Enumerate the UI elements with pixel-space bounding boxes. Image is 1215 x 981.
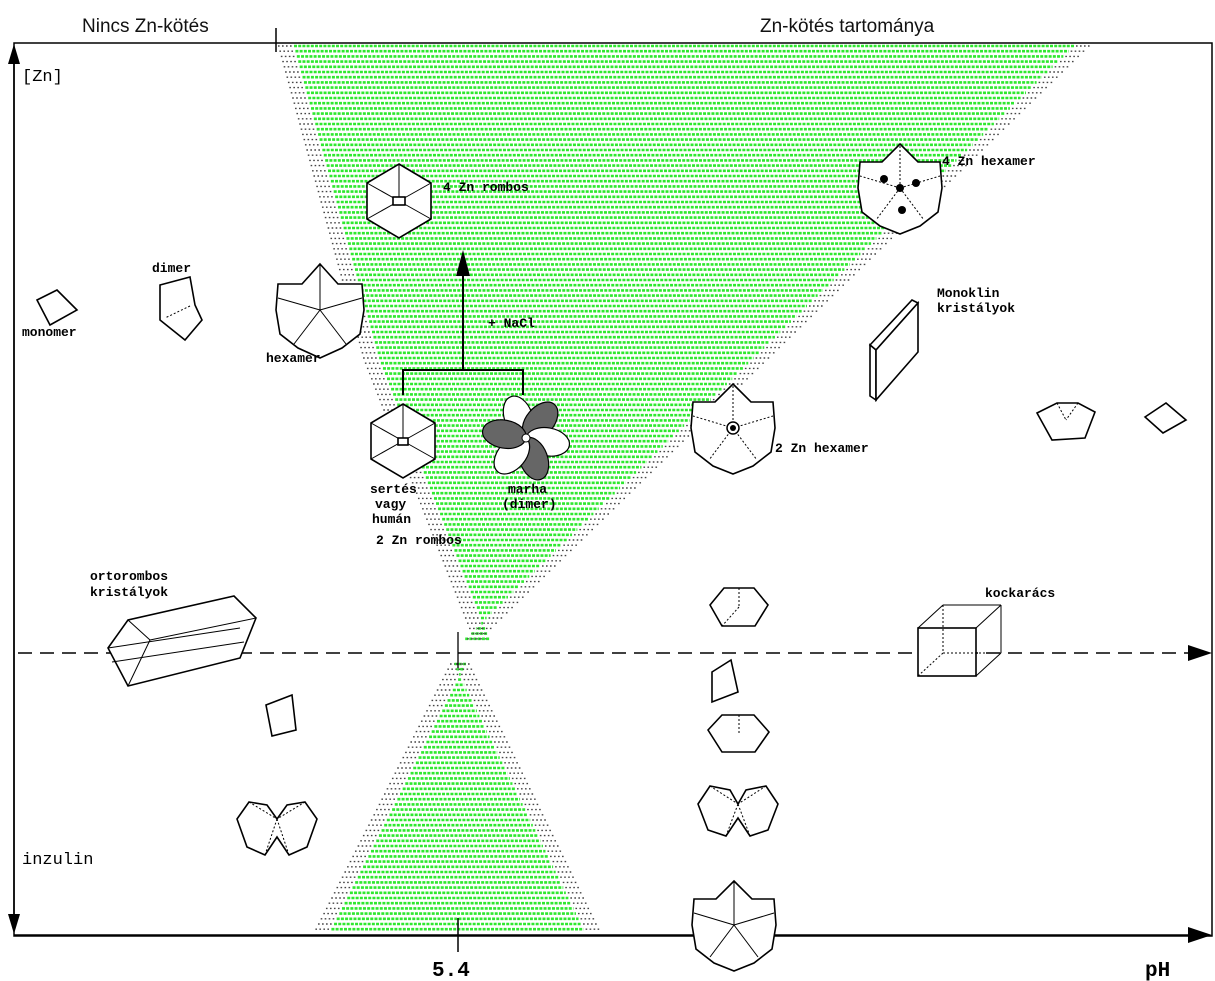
dimer-icon: [159, 276, 203, 342]
monoclinic-crystal-icon: [868, 299, 920, 403]
zn-binding-range-title: Zn-kötés tartománya: [760, 16, 935, 37]
marha-label: marha: [508, 482, 547, 497]
hexamer-2zn-icon: [690, 382, 776, 475]
hexamer-icon: [275, 262, 365, 359]
no-zn-binding-title: Nincs Zn-kötés: [82, 16, 209, 37]
monomer-label: monomer: [22, 325, 77, 340]
zn-axis: [8, 44, 20, 934]
zn-axis-label: [Zn]: [22, 68, 63, 87]
ortorombos-label-2: kristályok: [90, 585, 168, 600]
ph-value-label: 5.4: [432, 960, 470, 981]
nacl-label: + NaCl: [488, 316, 535, 331]
cubic-crystal-icon: [917, 604, 1002, 677]
monoklin-label-1: Monoklin: [937, 286, 1000, 301]
human-label: humán: [372, 512, 411, 527]
vagy-label: vagy: [375, 497, 406, 512]
dimer-icon-column-2: [706, 714, 771, 753]
tetramer-icon-column: [697, 785, 779, 837]
marha-dimer-label: (dimer): [502, 497, 557, 512]
bovine-dimer-flower-icon: [481, 395, 571, 481]
hexamer-icon-column: [691, 879, 777, 972]
monomer-icon: [35, 289, 79, 327]
ortorombos-label-1: ortorombos: [90, 569, 168, 584]
rhombohedral-4zn-crystal-icon: [366, 163, 432, 239]
hexamer-4zn-icon: [857, 142, 943, 235]
crystallization-zone-upper: [278, 44, 1090, 641]
monomer-icon-right: [1143, 401, 1188, 434]
dimer-icon-column-1: [709, 587, 769, 627]
dimer-icon-right: [1035, 402, 1097, 441]
dimer-label: dimer: [152, 261, 191, 276]
monomer-icon-lower: [265, 693, 297, 737]
rombos-4zn-label: 4 Zn rombos: [443, 180, 529, 195]
monomer-icon-column: [711, 658, 739, 704]
insulin-axis-label: inzulin: [22, 851, 93, 870]
hexamer-label: hexamer: [266, 351, 321, 366]
rombos-2zn-label: 2 Zn rombos: [376, 533, 462, 548]
crystallization-zone-lower: [315, 662, 600, 931]
monoklin-label-2: kristályok: [937, 301, 1015, 316]
sertes-label: sertés: [370, 482, 417, 497]
hexamer-4zn-label: 4 Zn hexamer: [942, 154, 1036, 169]
hexamer-2zn-label: 2 Zn hexamer: [775, 441, 869, 456]
orthorhombic-crystal-icon: [107, 595, 257, 687]
ph-axis: [14, 927, 1212, 943]
kockaracs-label: kockarács: [985, 586, 1055, 601]
nacl-arrow: [402, 250, 524, 395]
ph-axis-label: pH: [1145, 960, 1170, 981]
tetramer-icon-lower: [236, 801, 318, 857]
porcine-human-crystal-icon: [370, 403, 436, 479]
